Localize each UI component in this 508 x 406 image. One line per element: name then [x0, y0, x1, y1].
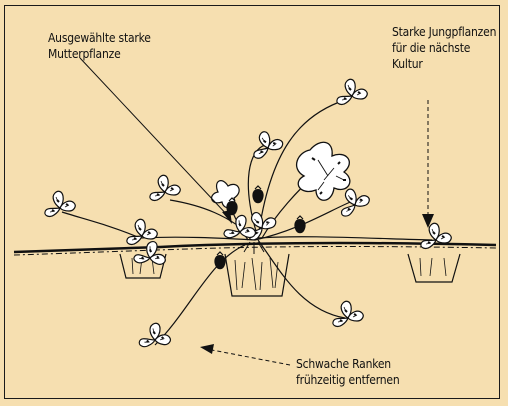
- runners: [62, 100, 432, 345]
- right-pot: [408, 254, 460, 282]
- label-weak-runners-line-1: Schwache Ranken: [296, 356, 399, 372]
- label-weak-runners-line-2: frühzeitig entfernen: [296, 372, 399, 388]
- label-weak-runners: Schwache Ranken frühzeitig entfernen: [296, 356, 399, 388]
- mother-plant-pot: [225, 254, 289, 296]
- arrow-young-plants: [422, 100, 434, 228]
- label-mother-plant: Ausgewählte starke Mutterpflanze: [48, 30, 151, 62]
- runner-plants: [45, 79, 451, 351]
- label-mother-plant-line-1: Ausgewählte starke: [48, 30, 151, 46]
- label-mother-plant-line-2: Mutterpflanze: [48, 46, 151, 62]
- mother-plant: [212, 142, 350, 269]
- label-young-plants-line-3: Kultur: [392, 56, 496, 72]
- label-young-plants: Starke Jungpflanzen für die nächste Kult…: [392, 24, 496, 72]
- arrow-weak-runners: [200, 344, 290, 365]
- label-young-plants-line-2: für die nächste: [392, 40, 496, 56]
- label-young-plants-line-1: Starke Jungpflanzen: [392, 24, 496, 40]
